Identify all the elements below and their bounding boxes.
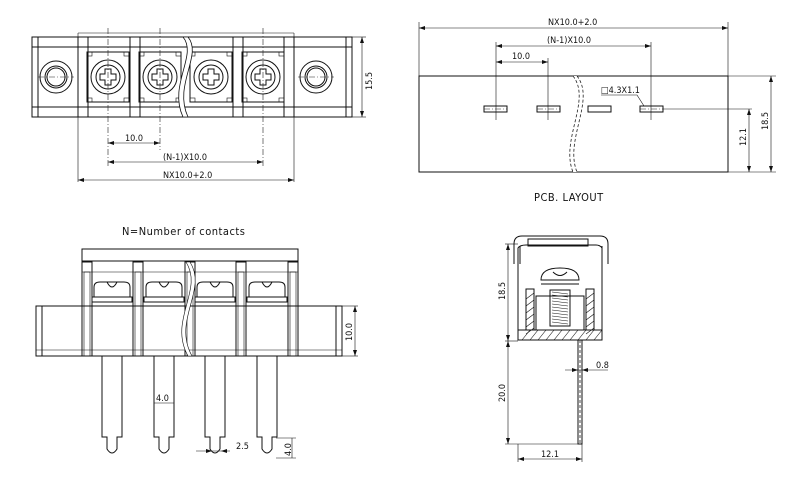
front-dim-pin-width-label: 4.0: [156, 394, 169, 404]
phillips-slot-icon: [99, 68, 117, 86]
side-dim-width-label: 12.1: [541, 450, 559, 460]
front-barrier: [81, 261, 93, 357]
front-view: N=Number of contacts 10.0 4.0 2.5 4.0: [35, 225, 358, 459]
screw-head-icon: [193, 59, 229, 95]
side-dim-pin-length-label: 20.0: [498, 384, 508, 402]
break-line: [178, 36, 193, 118]
side-cover: [513, 235, 609, 264]
cover-top: [81, 248, 299, 262]
pcb-dim-span-label: (N-1)X10.0: [547, 36, 591, 46]
dim-span-label: (N-1)X10.0: [163, 153, 207, 163]
screw-terminal: [189, 51, 233, 103]
pcb-dim-depth-label: 18.5: [761, 112, 771, 130]
front-screw: [91, 281, 133, 307]
pcb-hole-size-label: □4.3X1.1: [601, 86, 640, 96]
pcb-dim-offset-label: 12.1: [739, 128, 749, 146]
top-view-outline: [31, 36, 353, 118]
side-view: 18.5 20.0 0.8 12.1: [498, 235, 609, 462]
front-screw: [143, 281, 185, 307]
front-screw: [246, 281, 288, 307]
front-dim-pin-tip-label: 2.5: [236, 442, 249, 452]
pcb-layout-view: NX10.0+2.0 (N-1)X10.0 10.0 □4.3X1.1 12.1…: [418, 18, 776, 204]
barrier: [283, 36, 295, 118]
dim-pitch-label: 10.0: [125, 134, 143, 144]
front-barrier: [287, 261, 299, 357]
mounting-hole-right: [298, 60, 334, 94]
phillips-slot-icon: [254, 68, 272, 86]
pcb-hole: [536, 105, 561, 113]
side-screw-head: [540, 267, 580, 281]
front-barrier: [132, 261, 144, 357]
dim-total-label: NX10.0+2.0: [163, 171, 212, 181]
dim-height-label: 15.5: [365, 72, 375, 90]
barrier: [232, 36, 244, 118]
barrier: [129, 36, 141, 118]
front-pin: [153, 356, 175, 454]
pcb-hole: [587, 105, 612, 113]
side-base: [517, 329, 603, 341]
pcb-hole: [639, 105, 664, 113]
phillips-slot-icon: [151, 68, 169, 86]
front-screw: [194, 281, 236, 307]
top-view: 10.0 (N-1)X10.0 NX10.0+2.0 15.5: [31, 28, 375, 182]
side-dim-height-label: 18.5: [498, 282, 508, 300]
front-pin: [256, 356, 278, 454]
front-pin: [101, 356, 123, 454]
barrier: [77, 36, 89, 118]
pcb-hole: [483, 105, 508, 113]
mounting-hole-left: [38, 60, 74, 94]
front-dim-body-height-label: 10.0: [345, 323, 355, 341]
contacts-caption: N=Number of contacts: [122, 225, 245, 238]
front-barrier: [235, 261, 247, 357]
pcb-layout-caption: PCB. LAYOUT: [534, 191, 604, 204]
side-dim-pin-thickness-label: 0.8: [596, 361, 609, 371]
phillips-slot-icon: [202, 68, 220, 86]
front-dim-tip-length-label: 4.0: [284, 443, 294, 456]
pcb-dim-total-label: NX10.0+2.0: [548, 18, 597, 28]
pcb-dim-pitch-label: 10.0: [512, 52, 530, 62]
front-pin: [204, 356, 226, 454]
